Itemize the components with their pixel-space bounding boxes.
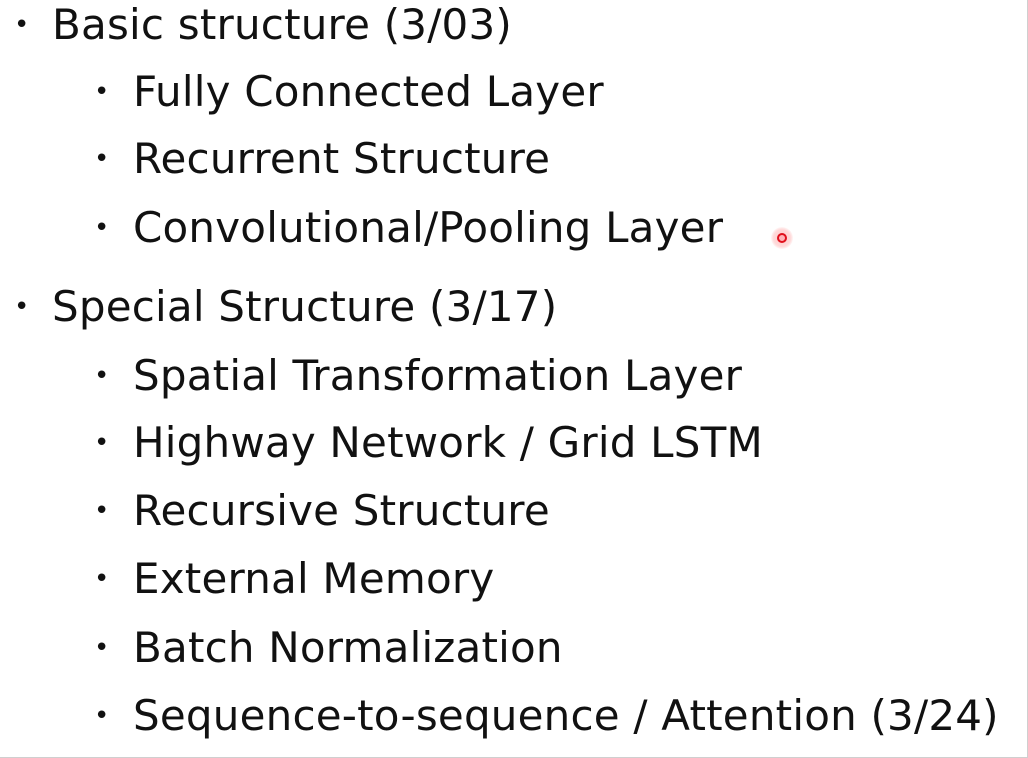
bullet-icon: • [14, 10, 30, 40]
laser-pointer-icon [771, 227, 793, 249]
section-heading: Special Structure (3/17) [52, 282, 558, 331]
bullet-icon: • [14, 292, 30, 322]
bullet-icon: • [94, 564, 110, 594]
list-item-text: Convolutional/Pooling Layer [133, 203, 724, 252]
list-item-text: Recursive Structure [133, 486, 550, 535]
laser-pointer-dot [777, 233, 787, 243]
list-item-text: Fully Connected Layer [133, 67, 604, 116]
bullet-icon: • [94, 144, 110, 174]
bullet-icon: • [94, 361, 110, 391]
bullet-icon: • [94, 701, 110, 731]
bullet-icon: • [94, 428, 110, 458]
bullet-icon: • [94, 77, 110, 107]
list-item-text: Sequence-to-sequence / Attention (3/24) [133, 691, 999, 740]
bullet-icon: • [94, 496, 110, 526]
bullet-icon: • [94, 213, 110, 243]
list-item-text: Spatial Transformation Layer [133, 351, 743, 400]
list-item-text: Recurrent Structure [133, 134, 551, 183]
list-item-text: Highway Network / Grid LSTM [133, 418, 763, 467]
list-item-text: Batch Normalization [133, 623, 563, 672]
bullet-icon: • [94, 633, 110, 663]
section-heading: Basic structure (3/03) [52, 0, 512, 49]
list-item-text: External Memory [133, 554, 495, 603]
